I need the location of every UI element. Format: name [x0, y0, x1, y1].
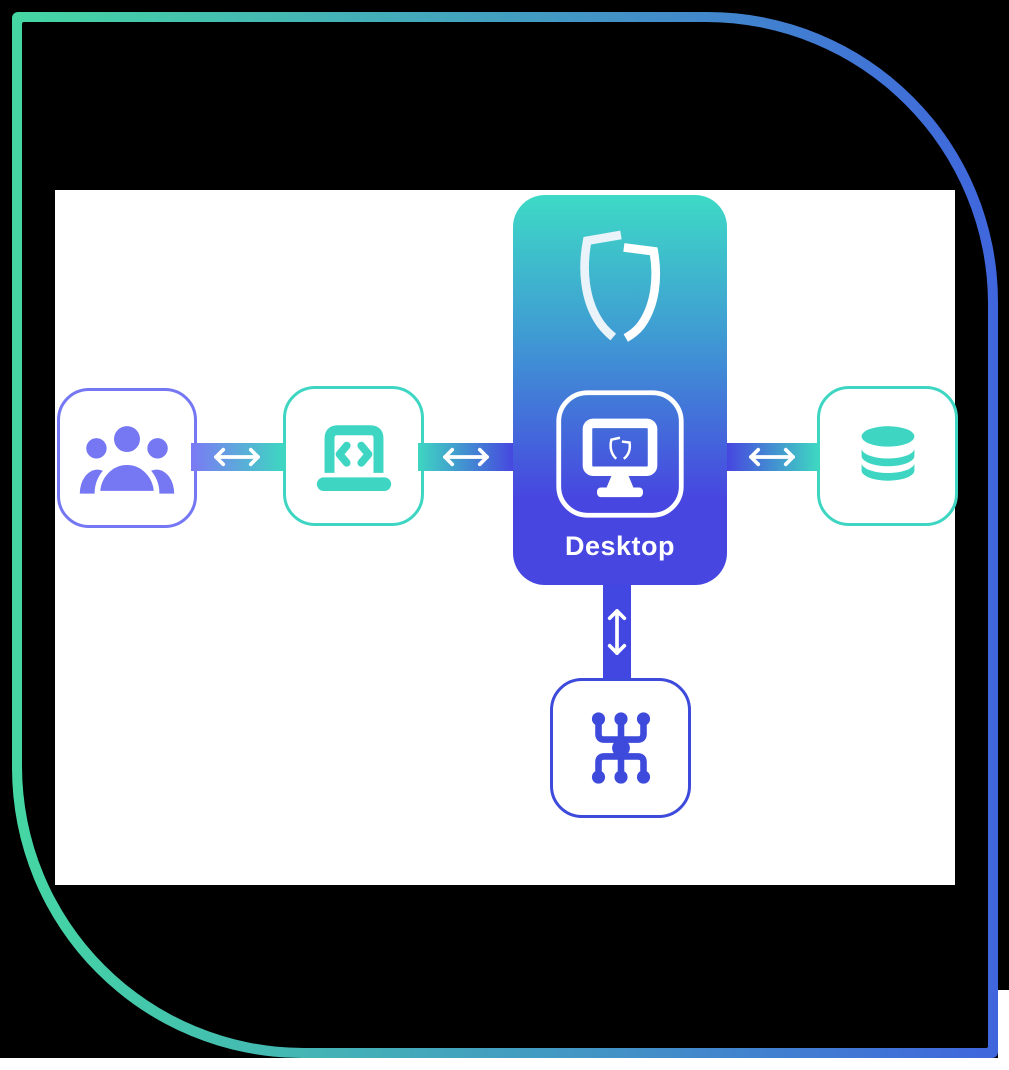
right-edge-strip	[998, 990, 1009, 1070]
laptop-code-icon	[305, 413, 403, 500]
desktop-card: Desktop	[513, 195, 727, 585]
node-network	[550, 678, 691, 818]
connector-desktop-database	[727, 443, 817, 471]
diagram-canvas	[55, 190, 955, 885]
desktop-label: Desktop	[564, 531, 676, 561]
connector-users-web	[191, 443, 283, 471]
node-web-code	[283, 386, 424, 526]
users-group-icon	[77, 414, 177, 503]
database-icon	[842, 415, 934, 497]
network-topology-icon	[576, 703, 666, 793]
secure-desktop-monitor-icon	[553, 387, 687, 521]
bottom-edge-strip	[0, 1058, 1009, 1070]
shield-logo-icon	[567, 225, 673, 347]
connector-desktop-network	[603, 585, 631, 678]
arrow-left-right-icon	[438, 446, 494, 468]
arrow-left-right-icon	[744, 446, 800, 468]
arrow-up-down-icon	[606, 604, 628, 660]
node-database	[817, 386, 958, 526]
connector-web-desktop	[418, 443, 514, 471]
arrow-left-right-icon	[209, 446, 265, 468]
node-users	[57, 388, 197, 528]
